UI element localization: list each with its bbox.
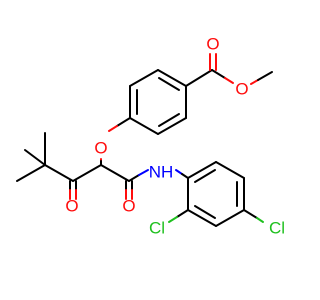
ortho-chlorine-label: Cl (149, 219, 165, 238)
bond (175, 169, 183, 175)
bond (72, 164, 102, 182)
bond (185, 69, 213, 87)
bond (157, 69, 187, 87)
para-chlorine-label: Cl (269, 219, 285, 238)
bond (194, 205, 216, 219)
amide (100, 164, 189, 200)
bond (129, 69, 159, 87)
bond (138, 169, 149, 176)
bond (257, 71, 273, 81)
bond (176, 209, 189, 218)
bond (158, 113, 180, 127)
bond (194, 169, 216, 183)
ketone-oxygen-label: O (65, 197, 78, 216)
bond (211, 69, 226, 79)
bond (243, 209, 258, 219)
bond (224, 77, 234, 84)
amide-nitrogen-label: NH (149, 163, 174, 182)
bond (215, 161, 245, 179)
ester-oxygen-label: O (235, 80, 248, 99)
bond (116, 117, 131, 127)
bond (24, 149, 46, 166)
bond (16, 164, 46, 182)
methyl-ester (185, 53, 273, 87)
bond (256, 217, 264, 223)
bond (44, 164, 74, 182)
bond (100, 164, 130, 182)
bond (168, 216, 178, 223)
benzoate-ring (129, 69, 187, 135)
bond (158, 77, 180, 91)
dichlorophenyl-ring (187, 161, 245, 227)
bond (181, 173, 189, 179)
amide-oxygen-label: O (122, 197, 135, 216)
bond (187, 161, 217, 179)
bond (157, 117, 187, 135)
bond (215, 209, 245, 227)
ether-oxygen-label: O (94, 139, 107, 158)
bond (187, 209, 217, 227)
keto-chain (16, 132, 102, 200)
bond (250, 79, 259, 85)
structure-diagram: O O O NH O O Cl Cl (16, 35, 285, 238)
bond (129, 117, 159, 135)
bond (128, 174, 140, 182)
bond (108, 125, 118, 132)
ester-carbonyl-oxygen-label: O (206, 35, 219, 54)
chlorine-bonds (168, 209, 264, 223)
